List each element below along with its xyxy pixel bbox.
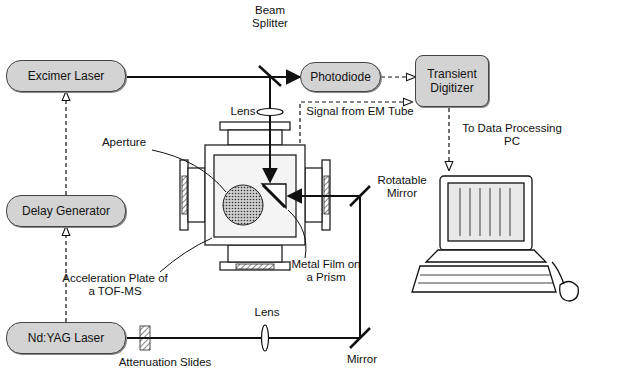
- instrument-box: Photodiode: [300, 62, 381, 92]
- signal-connector: [381, 76, 415, 77]
- box-label: Delay Generator: [16, 204, 116, 218]
- signal-connector: [65, 92, 66, 195]
- part-label: Lens: [226, 105, 260, 118]
- part-label: Aperture: [96, 136, 152, 149]
- part-label: Rotatable Mirror: [372, 174, 432, 200]
- part-label: Lens: [250, 306, 284, 319]
- instrument-box: Delay Generator: [6, 195, 126, 227]
- box-label: Excimer Laser: [22, 69, 111, 83]
- part-label: Beam Splitter: [240, 4, 300, 30]
- part-label: Attenuation Slides: [110, 356, 220, 369]
- box-label: Transient Digitizer: [416, 67, 488, 95]
- box-label: Photodiode: [304, 70, 377, 84]
- box-label: Nd:YAG Laser: [22, 331, 110, 345]
- instrument-box: Nd:YAG Laser: [6, 322, 126, 354]
- part-label: Acceleration Plate of a TOF-MS: [60, 272, 170, 298]
- part-label: To Data Processing PC: [456, 122, 568, 148]
- instrument-box: Transient Digitizer: [415, 55, 489, 107]
- instrument-box: Excimer Laser: [6, 60, 126, 92]
- part-label: Signal from EM Tube: [306, 105, 414, 118]
- part-label: Mirror: [340, 353, 384, 366]
- beam-path: [126, 76, 300, 78]
- part-label: Metal Film on a Prism: [290, 258, 362, 284]
